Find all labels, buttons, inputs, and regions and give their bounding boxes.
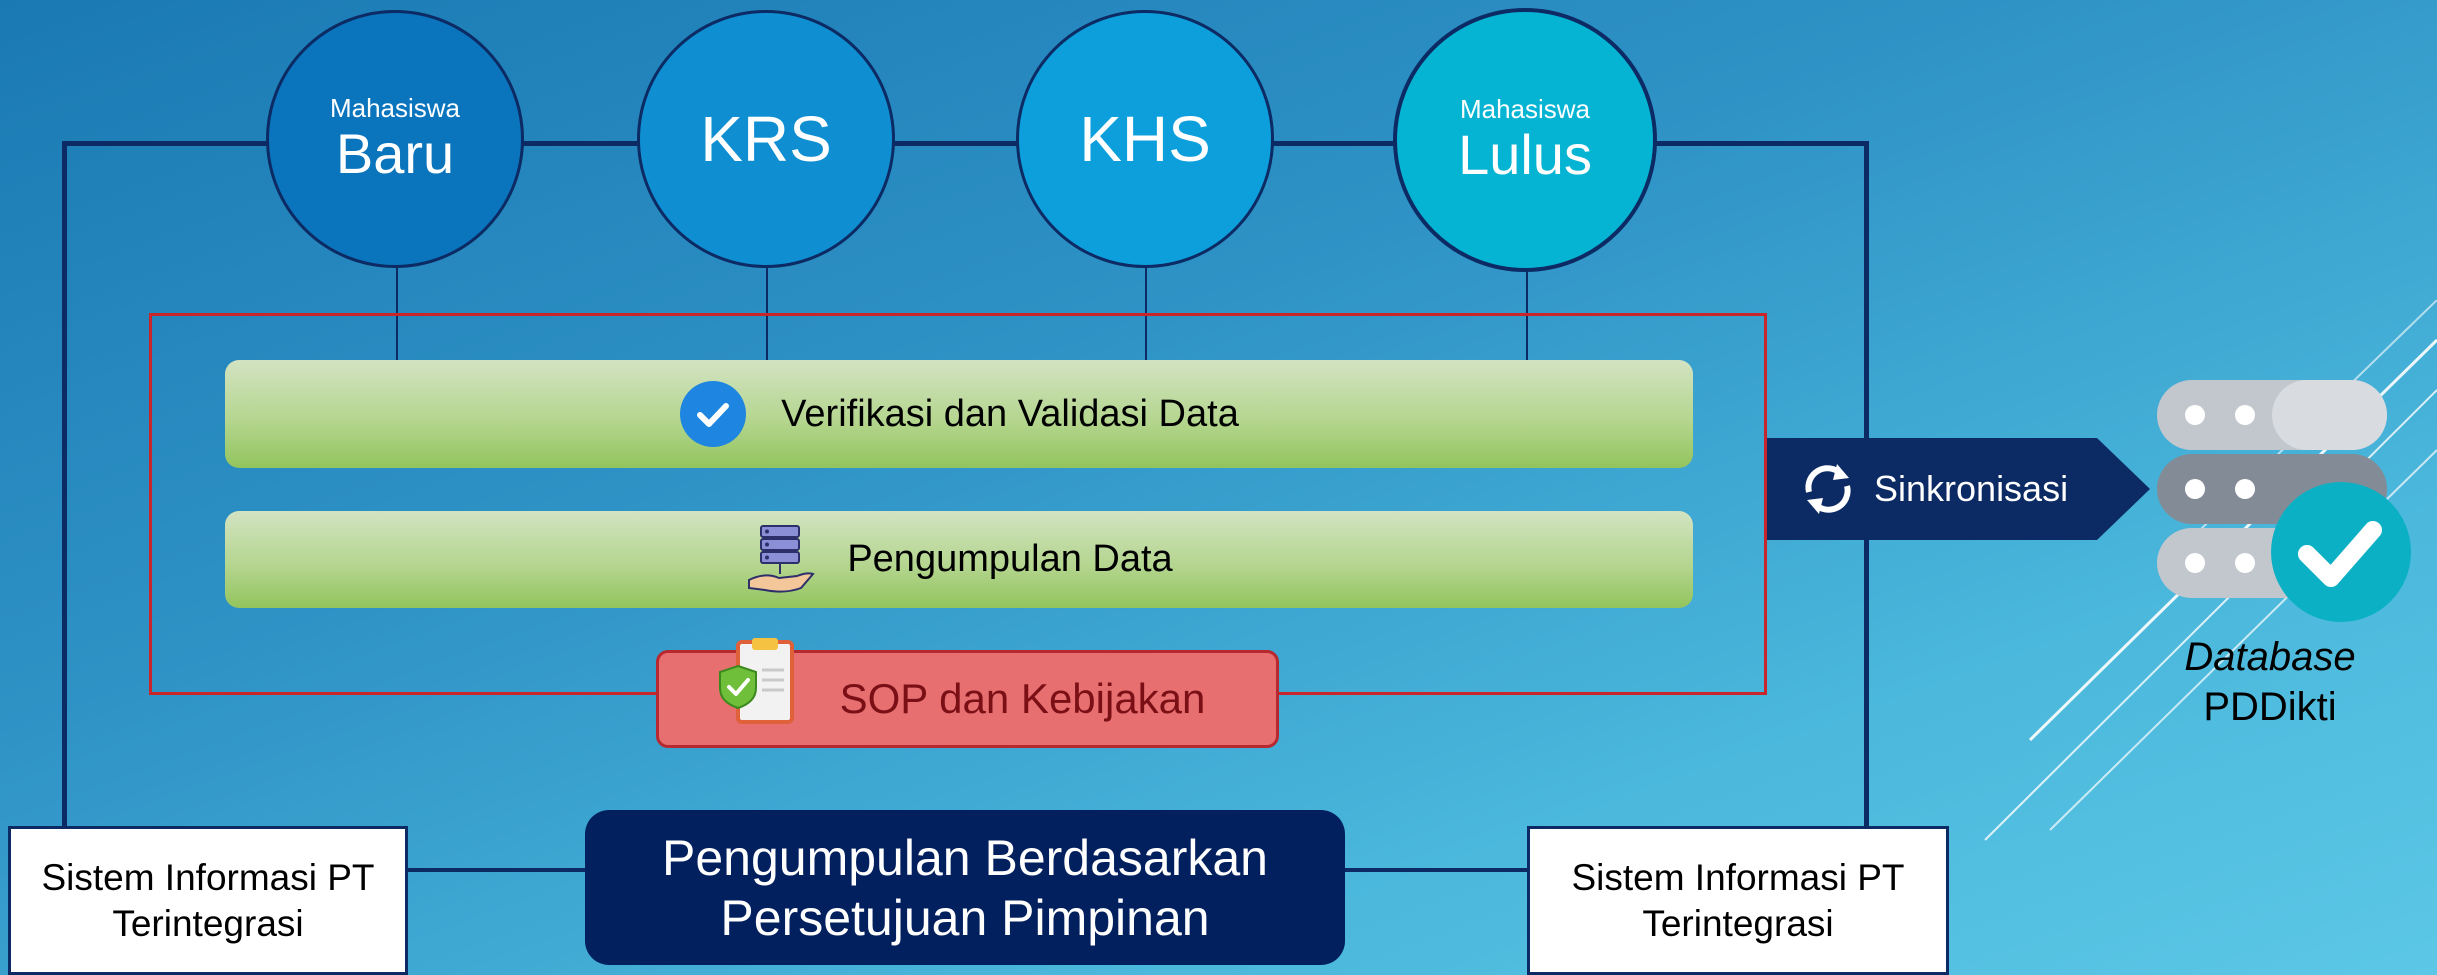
persetujuan-pimpinan-box: Pengumpulan Berdasarkan Persetujuan Pimp…: [585, 810, 1345, 965]
sistem-right-line2: Terintegrasi: [1642, 902, 1834, 944]
server-hand-icon: [745, 522, 817, 598]
stem-khs: [1145, 265, 1147, 360]
database-label-line1: Database: [2184, 635, 2356, 679]
pengumpulan-label: Pengumpulan Data: [847, 538, 1173, 580]
stage-big-label: KHS: [1079, 103, 1211, 175]
stage-circle-mahasiswa-lulus: Mahasiswa Lulus: [1393, 8, 1657, 272]
database-label: Database PDDikti: [2150, 632, 2390, 732]
stage-big-label: Lulus: [1458, 123, 1592, 186]
stem-lulus: [1526, 265, 1528, 360]
verifikasi-label: Verifikasi dan Validasi Data: [781, 392, 1239, 435]
persetujuan-line2: Persetujuan Pimpinan: [720, 889, 1210, 946]
verifikasi-bar: Verifikasi dan Validasi Data: [225, 360, 1693, 468]
sop-label: SOP dan Kebijakan: [839, 675, 1206, 722]
top-connector-line: [62, 141, 1868, 146]
pengumpulan-bar: Pengumpulan Data: [225, 511, 1693, 608]
bottom-left-connector: [400, 868, 590, 872]
sync-icon: [1797, 458, 1859, 520]
database-label-line2: PDDikti: [2203, 685, 2337, 729]
clipboard-shield-icon: [716, 636, 800, 728]
sistem-right-line1: Sistem Informasi PT: [1571, 856, 1905, 898]
sistem-informasi-right-box: Sistem Informasi PT Terintegrasi: [1527, 826, 1949, 975]
sinkronisasi-arrow-shape: [1767, 438, 2150, 540]
stage-small-label: Mahasiswa: [329, 93, 461, 123]
stage-circle-krs: KRS: [637, 10, 895, 268]
sinkronisasi-label: Sinkronisasi: [1874, 468, 2069, 509]
stage-big-label: KRS: [700, 103, 832, 175]
check-circle-icon: [679, 380, 747, 448]
sistem-left-line2: Terintegrasi: [112, 902, 304, 944]
stage-small-label: Mahasiswa: [1459, 94, 1591, 124]
sistem-informasi-left-box: Sistem Informasi PT Terintegrasi: [8, 826, 408, 975]
database-server-icon: [2157, 380, 2411, 622]
bottom-right-connector: [1340, 868, 1530, 872]
stage-circle-khs: KHS: [1016, 10, 1274, 268]
stage-big-label: Baru: [335, 122, 455, 185]
stage-circle-mahasiswa-baru: Mahasiswa Baru: [266, 10, 524, 268]
stem-krs: [766, 265, 768, 360]
sistem-left-line1: Sistem Informasi PT: [41, 856, 375, 898]
stem-baru: [396, 265, 398, 360]
left-vertical-line: [62, 141, 67, 831]
persetujuan-line1: Pengumpulan Berdasarkan: [662, 829, 1268, 886]
